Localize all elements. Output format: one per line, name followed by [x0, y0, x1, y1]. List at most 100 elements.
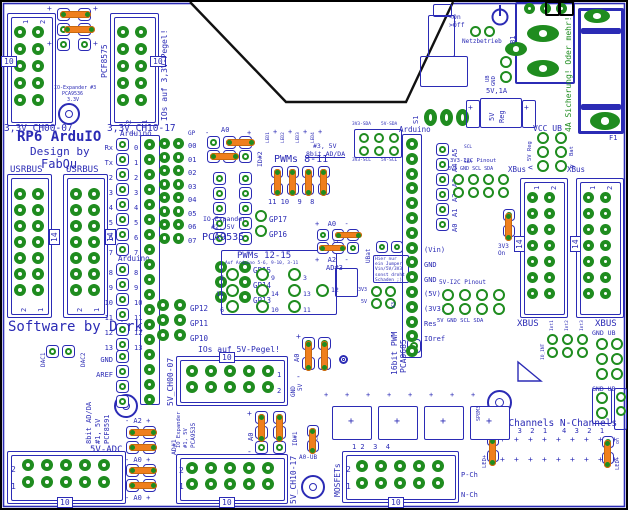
plus-mark: + [556, 435, 561, 444]
pad [456, 109, 469, 126]
pad [527, 25, 559, 42]
pad [144, 184, 155, 195]
pad [117, 26, 129, 38]
pin-label: 2 [20, 307, 28, 312]
gt-mark: > [570, 162, 575, 171]
arduino-analog-pads [406, 138, 418, 358]
pad [46, 345, 59, 358]
i2c-ls-label: 3V3-SDA [352, 122, 371, 127]
warning-text: Hier nur ein Jumper Vin/5V/3V3 sonst dro… [375, 257, 405, 283]
pad [483, 187, 494, 198]
pad [224, 365, 236, 377]
pad [500, 71, 512, 83]
arduino-header-label: Arduino [118, 254, 150, 263]
pad [374, 145, 384, 156]
pad [70, 236, 82, 248]
pad [562, 347, 573, 358]
pwm-col3-pads [288, 268, 301, 313]
pad [583, 240, 594, 251]
pad [537, 132, 549, 144]
pad [256, 300, 269, 313]
pad [394, 477, 406, 489]
jumper-wire [335, 232, 362, 238]
plus-mark: + [450, 391, 455, 399]
led-row-marks: +++++++++ [500, 456, 626, 464]
arduino-d0-7-right-labels: 0 1 2 3 4 5 6 7 [134, 144, 139, 257]
conn-3v3-ch10-17-body [110, 13, 159, 126]
pad [432, 460, 444, 472]
conn-5v-ch10-17-label: 5V_CH10-17 [289, 455, 298, 504]
pad [159, 232, 170, 244]
plus-mark: + [93, 4, 98, 13]
ioexp1-label: IO Expander [176, 411, 182, 448]
pad [347, 242, 359, 254]
gnd-ub-pads [596, 338, 623, 380]
i2c-5v-pin-names: 5V GND SCL SDA [437, 318, 484, 324]
mosfet-footprint [424, 406, 464, 440]
pad [374, 133, 384, 143]
pad [583, 256, 594, 267]
plus-mark: + [440, 416, 447, 427]
on-label: on [615, 437, 621, 444]
pin-count-label: 14 [570, 236, 582, 252]
pad [239, 261, 251, 273]
pad [262, 365, 274, 377]
adda1-volt: #1, 5V [94, 418, 102, 444]
ioexp1-part: PCA9535 [190, 422, 197, 448]
pad [436, 188, 449, 201]
led-plus-label: LED+ [615, 456, 621, 470]
pad [493, 303, 505, 315]
pad [88, 204, 100, 216]
pwms-12-15-box [221, 250, 337, 315]
jumper-wire [320, 169, 327, 196]
pad [186, 462, 198, 474]
pad [14, 188, 26, 200]
pad [611, 368, 623, 380]
pad [424, 109, 437, 126]
pin-label: 2 [76, 307, 84, 312]
pad [600, 256, 611, 267]
i2c-ls-label: 5V-SCL [381, 158, 398, 163]
pad [577, 334, 588, 345]
plus-mark: + [598, 435, 603, 444]
pad [144, 229, 155, 240]
pad [406, 271, 418, 284]
pad [159, 138, 170, 149]
pad [174, 314, 186, 326]
analog-breakout-pads [436, 143, 449, 231]
pad [555, 132, 567, 144]
mosfet-footprint [378, 406, 418, 440]
pin-count-label: 10 [388, 497, 404, 509]
pin-label: 1 [22, 19, 30, 24]
pad [135, 77, 147, 89]
rectifier-pad [527, 25, 559, 42]
arduino-d8-13-left-labels: 8 9 10 11 12 13 [104, 269, 113, 352]
conn-xbus2-pads [583, 192, 611, 299]
id1-label: ID#1 [292, 431, 299, 446]
adda1-part: PCF8591 [103, 414, 111, 444]
pad [116, 153, 129, 166]
pad [544, 272, 555, 283]
jumper-wire [305, 169, 312, 196]
pad [14, 26, 26, 38]
board-designer: FabQu [41, 157, 78, 171]
reg-5v-label: 5V [488, 112, 496, 121]
arduino-d8-13-pads [116, 263, 129, 351]
pad [173, 219, 184, 230]
pwm-col1-labels: 5 15 6 [216, 274, 224, 314]
pad [256, 268, 269, 281]
addr-label: - A2 + [125, 417, 151, 425]
pad [406, 226, 418, 239]
pad [117, 43, 129, 55]
pad [468, 187, 479, 198]
conn-adc-pads [22, 459, 110, 488]
pwm-col2-labels: 9 14 10 [271, 274, 279, 314]
pad [596, 407, 608, 419]
pad [239, 291, 251, 303]
conn-usrbus1-body [7, 174, 52, 318]
pad [537, 160, 549, 172]
pad [213, 232, 226, 245]
arduino-d8-13-right-labels: 8 9 10 11 12 13 [134, 269, 143, 352]
pad [243, 381, 255, 393]
pad [135, 26, 147, 38]
